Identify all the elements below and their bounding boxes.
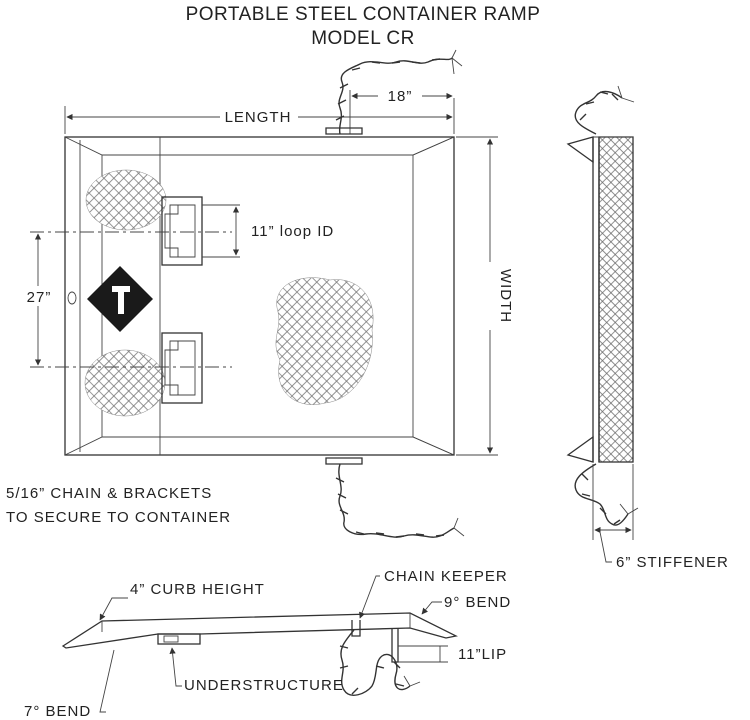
chain-note-line-1: 5/16” CHAIN & BRACKETS [6, 485, 212, 502]
title-line-1: PORTABLE STEEL CONTAINER RAMP [186, 4, 541, 25]
top-view: 27” 11” loop ID LENGTH 18” WIDTH [22, 49, 514, 538]
chain-offset-label: 18” [388, 88, 413, 105]
lip-label: 11”LIP [458, 646, 507, 663]
bend-9-label: 9° BEND [444, 594, 511, 611]
chain-bottom [325, 457, 465, 538]
loop-id-label: 11” loop ID [251, 223, 334, 240]
tread-patch [84, 349, 166, 417]
length-label: LENGTH [225, 109, 292, 126]
mounting-hole [67, 291, 77, 305]
tread-patch [85, 169, 167, 231]
bend-7-label: 7° BEND [24, 703, 91, 720]
curb-height-label: 4” CURB HEIGHT [130, 581, 265, 598]
understructure-label: UNDERSTRUCTURE [184, 677, 344, 694]
manufacturer-logo [87, 266, 153, 332]
chain-note-line-2: TO SECURE TO CONTAINER [6, 509, 231, 526]
chain-bracket-upper [161, 196, 203, 266]
width-label: WIDTH [497, 269, 514, 323]
stiffener-label: 6” STIFFENER [616, 554, 729, 571]
chain-top [325, 49, 463, 135]
elevation-view [61, 575, 458, 713]
tread-patch [275, 277, 374, 405]
dimension-27-label: 27” [27, 289, 52, 306]
chain-bracket-lower [161, 332, 203, 404]
side-view [566, 85, 639, 563]
title-line-2: MODEL CR [311, 28, 415, 49]
chain-keeper-label: CHAIN KEEPER [384, 568, 508, 585]
